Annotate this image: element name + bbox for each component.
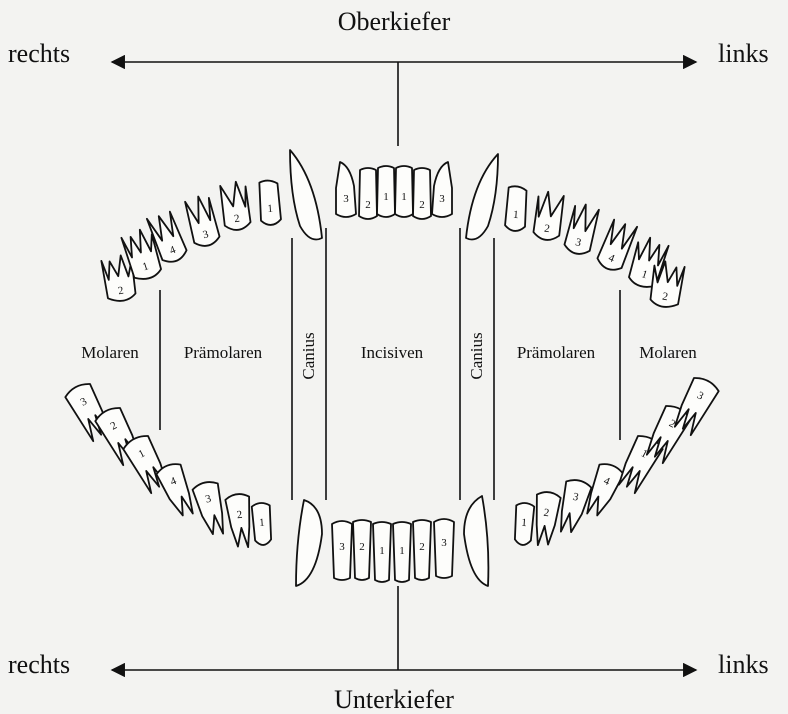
tooth-lower-incisor-r2: 2 [352,519,372,581]
tooth-upper-right-premolar-1: 1 [258,179,282,226]
tooth-upper-left-premolar-2: 2 [532,190,565,241]
tooth-upper-right-molar-2: 2 [100,254,137,302]
tooth-lower-right-premolar-3: 3 [191,481,224,536]
tooth-upper-left-premolar-3: 3 [563,203,600,255]
tooth-number: 4 [169,475,179,488]
lower-jaw-label: Unterkiefer [334,685,454,714]
tooth-lower-incisor-l2: 2 [412,519,432,581]
tooth-number: 2 [419,199,425,211]
region-label-canine-left: Canius [467,332,486,379]
tooth-number: 3 [204,493,213,506]
tooth-number: 1 [521,517,527,529]
tooth-upper-right-premolar-2: 2 [219,180,252,231]
region-label-molars-right: Molaren [81,343,139,362]
tooth-number: 2 [109,419,119,432]
tooth-upper-right-molar-1: 1 [120,228,162,280]
tooth-lower-incisor-l1: 1 [392,521,412,583]
tooth-lower-right-canine [295,499,323,587]
tooth-number: 3 [441,537,447,549]
tooth-number: 2 [365,199,371,211]
tooth-upper-right-canine [289,149,323,241]
tooth-number: 2 [543,223,550,236]
tooth-lower-right-premolar-2: 2 [224,493,251,549]
region-label-molars-left: Molaren [639,343,697,362]
tooth-number: 3 [695,389,706,402]
tooth-number: 1 [137,447,147,460]
top-left-side-label: links [718,39,769,68]
tooth-number: 1 [267,203,273,215]
tooth-number: 2 [359,541,365,553]
tooth-upper-left-molar-2: 2 [649,260,686,308]
tooth-number: 3 [572,491,581,504]
tooth-lower-left-premolar-2: 2 [535,491,562,547]
tooth-upper-incisor-r3: 3 [335,161,357,218]
tooth-upper-right-premolar-3: 3 [184,195,221,247]
tooth-number: 1 [383,191,389,203]
tooth-number: 1 [640,268,649,281]
tooth-number: 1 [513,209,519,221]
tooth-number: 3 [202,228,211,241]
tooth-lower-left-premolar-4: 4 [586,463,625,517]
tooth-number: 2 [236,509,243,522]
tooth-number: 2 [661,291,669,304]
region-label-incisors: Incisiven [361,343,424,362]
upper-jaw-label: Oberkiefer [338,7,451,36]
tooth-lower-left-canine [463,495,490,587]
tooth-upper-right-premolar-4: 4 [145,210,188,263]
tooth-number: 3 [79,395,90,408]
tooth-number: 3 [439,193,445,205]
tooth-lower-incisor-r3: 3 [331,520,353,581]
tooth-number: 1 [401,191,407,203]
tooth-number: 4 [607,252,617,265]
bottom-right-side-label: rechts [8,650,70,679]
tooth-number: 3 [339,541,345,553]
tooth-lower-incisor-r1: 1 [372,521,392,583]
tooth-upper-incisor-r1: 1 [376,165,396,218]
tooth-lower-right-premolar-1: 1 [250,502,272,546]
tooth-upper-left-premolar-1: 1 [504,185,528,232]
region-label-premolars-right: Prämolaren [184,343,263,362]
region-label-premolars-left: Prämolaren [517,343,596,362]
tooth-number: 1 [379,545,385,557]
tooth-number: 1 [639,447,649,460]
tooth-number: 1 [399,545,405,557]
region-label-canine-right: Canius [299,332,318,379]
top-right-side-label: rechts [8,39,70,68]
tooth-number: 3 [343,193,349,205]
tooth-number: 2 [667,417,677,430]
tooth-lower-left-molar-3: 3 [673,377,720,437]
tooth-number: 4 [602,475,612,488]
tooth-number: 3 [574,236,583,249]
tooth-lower-incisor-l3: 3 [433,518,455,579]
tooth-number: 2 [233,213,240,226]
bottom-left-side-label: links [718,650,769,679]
tooth-upper-incisor-r2: 2 [358,167,378,220]
tooth-number: 2 [117,285,125,298]
tooth-number: 1 [259,517,265,529]
tooth-lower-left-premolar-3: 3 [560,479,593,534]
tooth-upper-left-canine [465,153,499,241]
tooth-upper-incisor-l3: 3 [431,161,453,218]
tooth-upper-incisor-l1: 1 [394,165,414,218]
tooth-number: 2 [419,541,425,553]
tooth-lower-left-premolar-1: 1 [514,502,536,546]
tooth-upper-incisor-l2: 2 [412,167,432,220]
tooth-lower-right-molar-1: 1 [122,435,169,495]
tooth-lower-right-premolar-4: 4 [155,463,194,517]
tooth-number: 1 [141,260,150,273]
tooth-upper-left-premolar-4: 4 [596,218,639,271]
tooth-number: 4 [168,244,178,257]
tooth-number: 2 [543,507,550,520]
